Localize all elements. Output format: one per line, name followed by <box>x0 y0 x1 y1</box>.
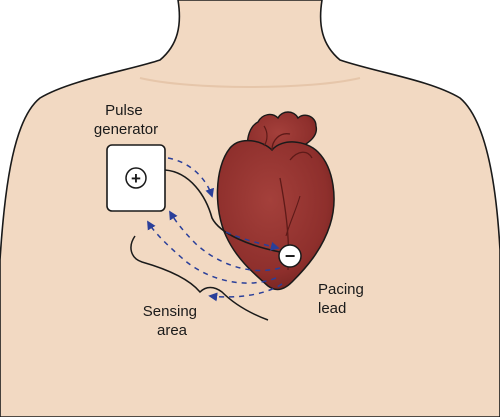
arrow-along-lead <box>225 231 280 251</box>
arrow-return-1 <box>169 210 281 272</box>
pacing-lead-label: Pacing lead <box>318 281 368 317</box>
sensing-area-label-line2: area <box>157 322 188 339</box>
pacing-lead-label-line2: lead <box>318 300 346 317</box>
pulse-generator: + <box>106 144 166 212</box>
current-flow-arrows <box>147 157 283 302</box>
sensing-area-label-line1: Sensing <box>143 303 197 320</box>
anode-circle <box>125 167 147 189</box>
cathode-symbol: − <box>285 246 296 266</box>
pulse-generator-label: Pulse generator <box>94 102 158 138</box>
anode-symbol: + <box>131 169 141 188</box>
sensing-area-brace <box>130 235 269 321</box>
arrow-generator-to-lead <box>167 157 214 198</box>
cathode-circle <box>278 244 302 268</box>
collarbone-line <box>139 77 361 88</box>
arrow-return-3 <box>208 283 283 302</box>
heart-body <box>216 139 335 291</box>
pulse-generator-label-line1: Pulse <box>105 102 143 119</box>
pulse-generator-label-line2: generator <box>94 121 158 138</box>
pacing-lead-label-line1: Pacing <box>318 281 364 298</box>
sensing-area-label: Sensing area <box>143 303 201 339</box>
